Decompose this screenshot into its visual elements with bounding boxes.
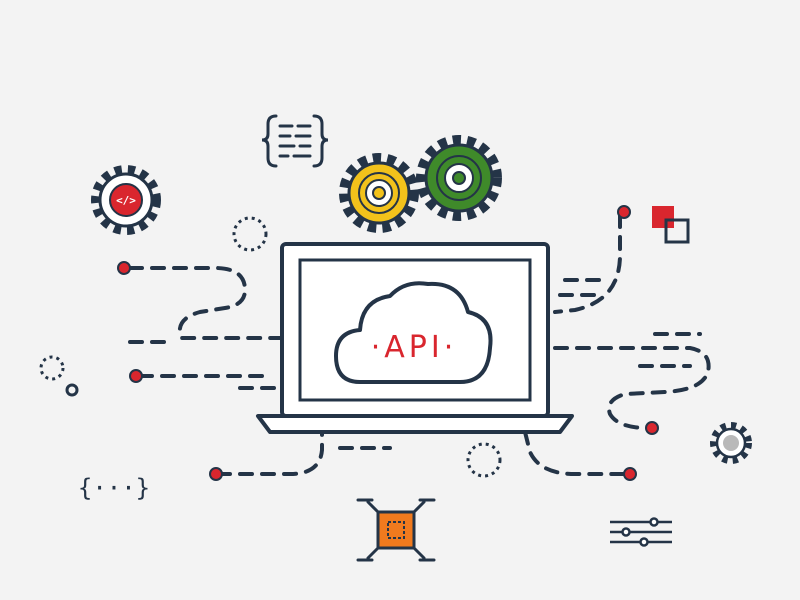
document-brackets-icon [261, 114, 329, 168]
small-ring-icon [65, 383, 79, 397]
connector-dot [645, 421, 659, 435]
code-gear-icon: </> [91, 165, 161, 235]
dashed-circle-icon [466, 442, 502, 478]
dashed-circle-icon [39, 355, 65, 381]
ellipsis-brackets-label: {···} [78, 474, 150, 502]
chip-icon [356, 498, 436, 562]
connector-dots [117, 205, 659, 481]
connector-dot [617, 205, 631, 219]
ellipsis-brackets-icon: {···} [78, 474, 150, 502]
dashed-circle-icon [232, 216, 268, 252]
code-symbol: </> [116, 194, 136, 207]
connector-dot [623, 467, 637, 481]
green-gear-icon [416, 135, 502, 221]
red-square-icon [652, 206, 690, 244]
sliders-icon [610, 517, 672, 547]
cloud-icon: ·API· [334, 281, 493, 384]
gray-gear-icon [710, 422, 752, 464]
api-label: ·API· [371, 330, 458, 365]
yellow-gear-icon [339, 153, 419, 233]
connector-lines [128, 213, 711, 476]
connector-dot [129, 369, 143, 383]
connector-dot [209, 467, 223, 481]
connector-dot [117, 261, 131, 275]
